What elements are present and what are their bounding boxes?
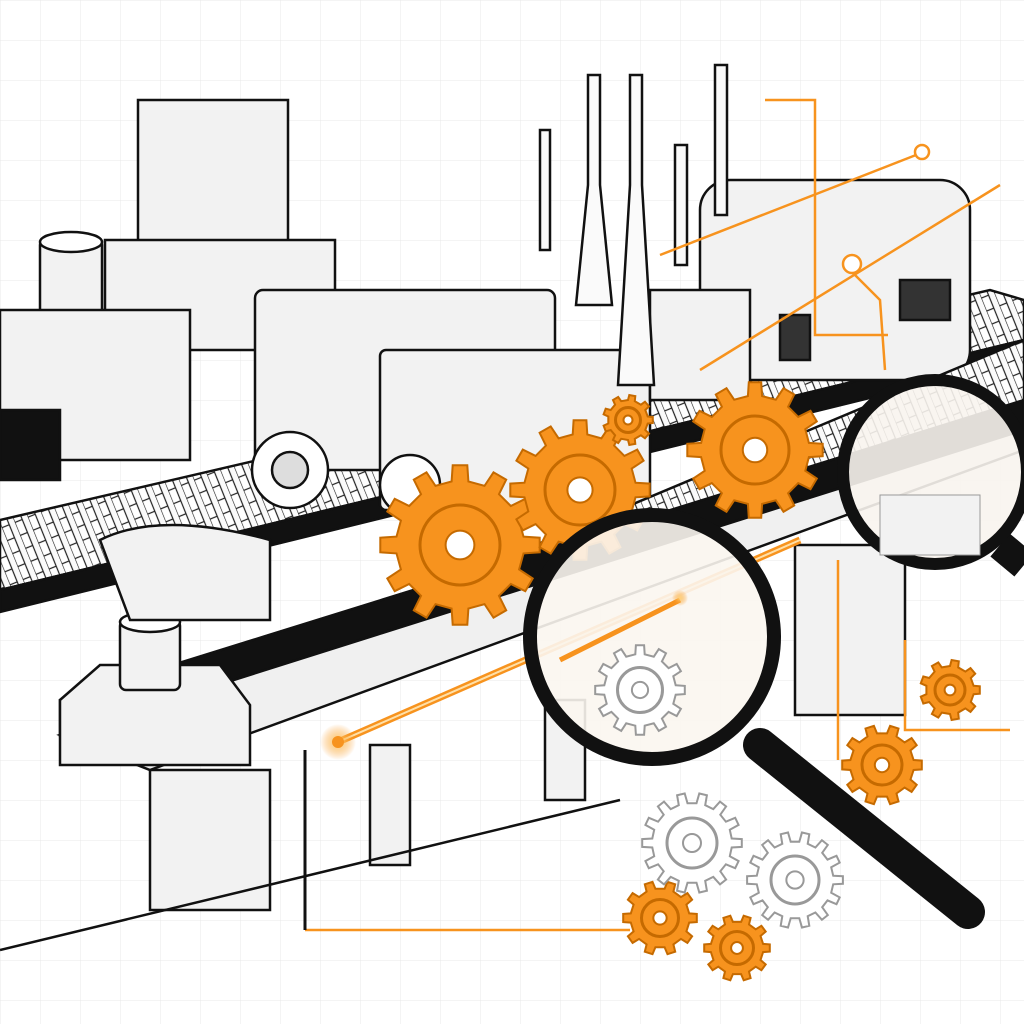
magnifier-handle xyxy=(743,728,985,929)
machines-row xyxy=(0,98,972,517)
conveyor-base xyxy=(0,523,907,952)
chimney-stacks xyxy=(538,63,729,387)
magnifying-glass-large xyxy=(523,508,985,929)
gear-icon xyxy=(841,724,923,806)
gear-icon xyxy=(641,792,743,894)
gear-icon xyxy=(686,381,824,519)
callout-lines xyxy=(303,98,1010,932)
magnifier-lens xyxy=(523,508,781,766)
right-machine xyxy=(698,178,972,382)
gear-icon xyxy=(594,644,686,736)
lens-gears xyxy=(594,644,686,736)
press-machine xyxy=(136,98,290,262)
gear-icon xyxy=(379,464,541,626)
gear-icon xyxy=(703,914,771,982)
magnifying-glass-small xyxy=(837,374,1024,577)
gear-icon xyxy=(746,831,844,929)
gear-icon xyxy=(919,658,981,722)
gear-icon xyxy=(622,880,698,956)
gear-icon xyxy=(602,393,654,447)
